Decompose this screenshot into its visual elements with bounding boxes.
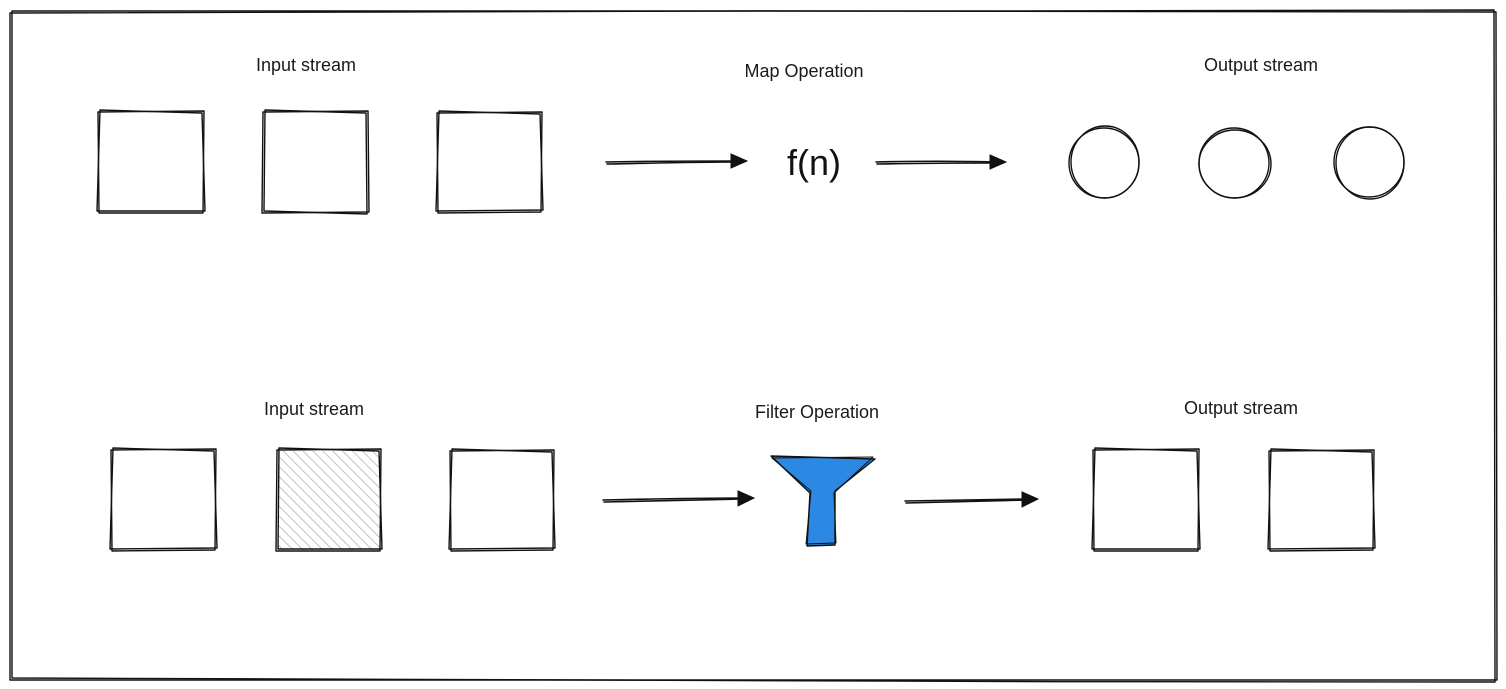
map-function-text: f(n) — [787, 142, 841, 183]
map-output-stream-label: Output stream — [1204, 55, 1318, 75]
filter-output-item — [1091, 447, 1201, 552]
arrow-right-icon — [605, 153, 749, 169]
filter-input-stream-label: Input stream — [264, 399, 364, 419]
filter-operation-label: Filter Operation — [755, 402, 879, 422]
diagram-frame — [9, 9, 1498, 683]
map-section: Input stream Map Operation Output stream… — [96, 55, 1405, 215]
filter-output-stream-label: Output stream — [1184, 398, 1298, 418]
map-input-item — [261, 109, 370, 215]
map-input-stream-label: Input stream — [256, 55, 356, 75]
map-output-item — [1068, 125, 1140, 199]
filter-section: Input stream Filter Operation Output str… — [109, 398, 1376, 552]
map-input-item — [96, 109, 206, 214]
filter-output-item — [1267, 448, 1376, 552]
filter-input-item — [448, 448, 556, 552]
filter-input-item — [109, 447, 218, 552]
map-output-item — [1333, 126, 1405, 200]
filter-input-item-filtered — [275, 447, 383, 552]
arrow-right-icon — [875, 154, 1008, 170]
map-output-item — [1198, 127, 1272, 199]
map-operation-label: Map Operation — [744, 61, 863, 81]
map-input-item — [435, 110, 544, 214]
arrow-right-icon — [904, 491, 1040, 508]
funnel-icon — [770, 455, 876, 547]
arrow-right-icon — [602, 490, 756, 507]
